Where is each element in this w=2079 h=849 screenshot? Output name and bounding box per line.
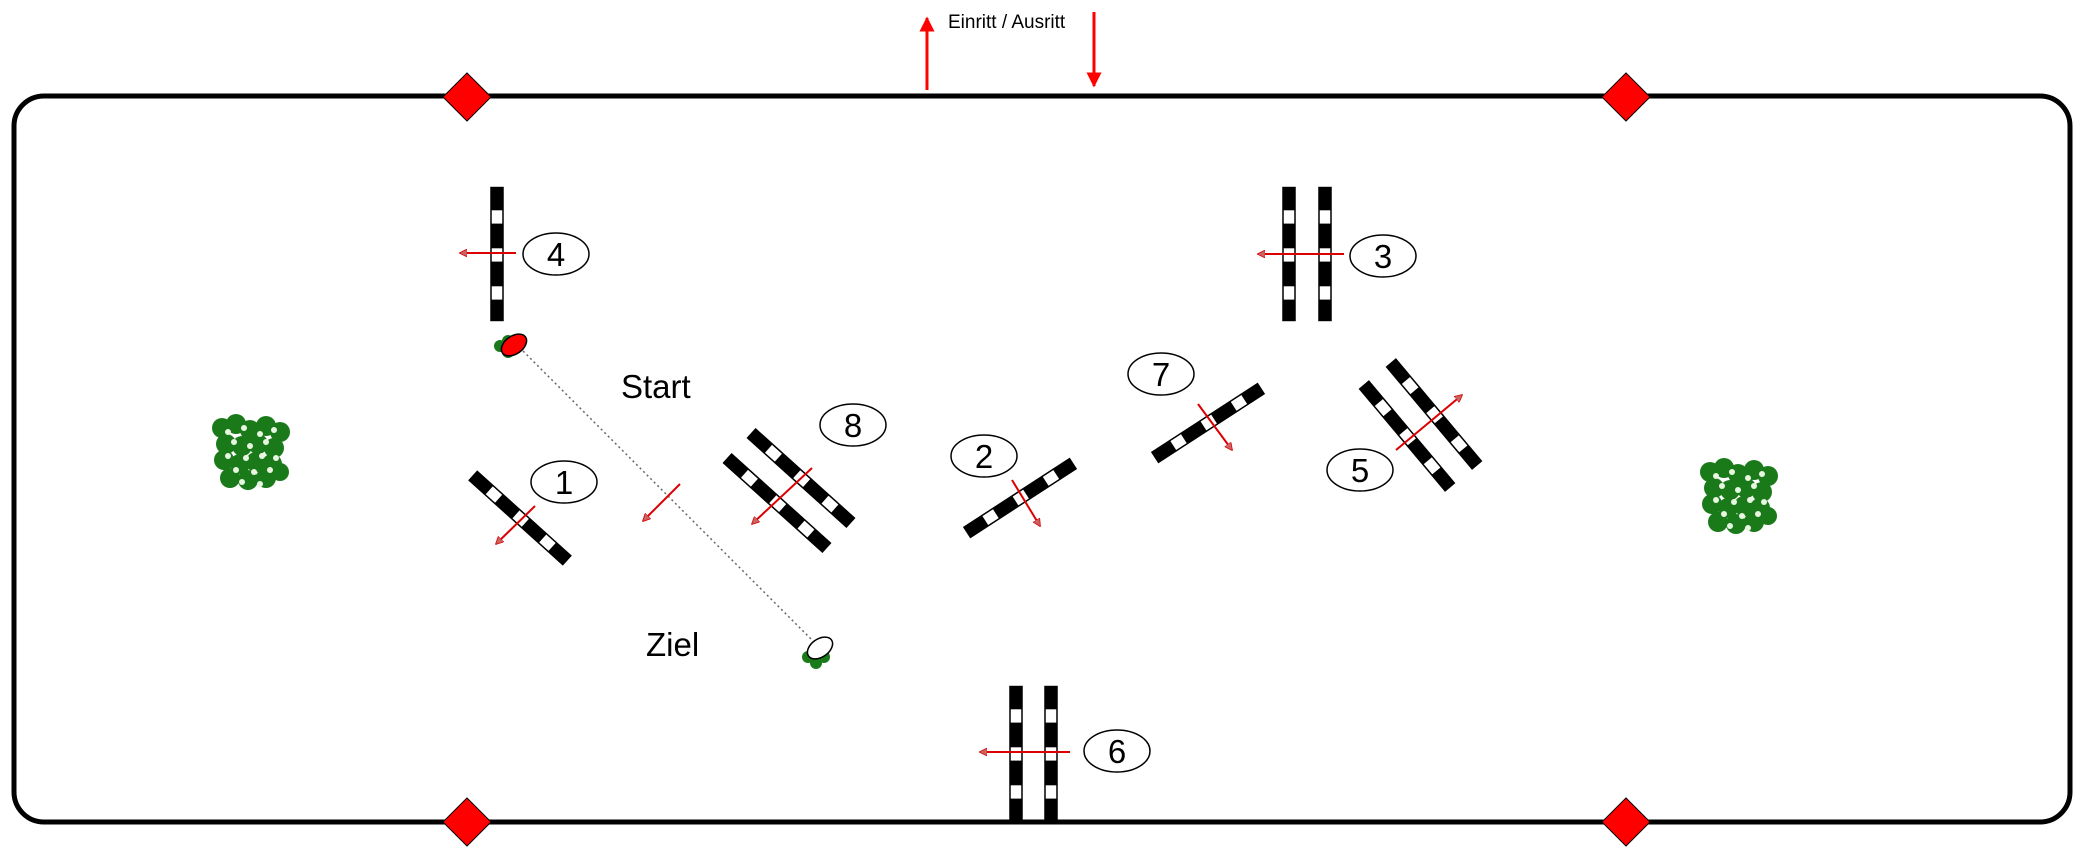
obstacle-7: 7	[1127, 352, 1265, 464]
entrance-exit: Einritt / Ausritt	[919, 12, 1102, 90]
obstacle-4-number: 4	[547, 236, 565, 273]
corner-markers	[442, 72, 1651, 847]
obstacle-8-arrow	[752, 467, 813, 524]
entrance-label: Einritt / Ausritt	[948, 12, 1066, 33]
obstacle-6: 6	[980, 685, 1151, 821]
start-label: Start	[621, 368, 691, 405]
bush-right	[1700, 458, 1778, 534]
obstacle-8-number: 8	[844, 407, 862, 444]
obstacle-2-number-badge	[950, 434, 1018, 478]
obstacle-5-number: 5	[1351, 452, 1369, 489]
obstacle-8-number-badge	[819, 403, 887, 447]
corner-marker-bottom-right	[1601, 797, 1651, 847]
obstacle-2-number: 2	[975, 438, 993, 475]
finish-label: Ziel	[646, 626, 699, 663]
start-flag	[500, 333, 528, 357]
obstacle-4: 4	[460, 186, 590, 322]
obstacle-3-number: 3	[1374, 238, 1392, 275]
finish-flag	[806, 636, 834, 660]
finish-line-dotted	[515, 343, 821, 649]
obstacle-6-number: 6	[1108, 733, 1126, 770]
obstacle-1-number-badge	[530, 460, 598, 504]
obstacle-5-number-badge	[1326, 448, 1394, 492]
obstacle-1-arrow	[496, 505, 536, 544]
obstacle-6-number-badge	[1083, 729, 1151, 773]
obstacle-2-arrow	[1011, 479, 1040, 526]
bush-left	[212, 414, 290, 490]
obstacle-7-arrow	[1197, 403, 1232, 450]
obstacle-7-number: 7	[1152, 356, 1170, 393]
obstacle-3-number-badge	[1349, 234, 1417, 278]
obstacle-3: 3	[1258, 186, 1417, 322]
obstacle-2: 2	[950, 434, 1077, 539]
obstacle-5: 5	[1326, 358, 1483, 492]
corner-marker-bottom-left	[442, 797, 492, 847]
arena-border	[11, 93, 2073, 825]
obstacle-1-number: 1	[555, 464, 573, 501]
obstacle-4-number-badge	[522, 232, 590, 276]
corner-marker-top-right	[1601, 72, 1651, 122]
start-direction-arrow	[643, 483, 681, 521]
corner-marker-top-left	[442, 72, 492, 122]
start-finish-line: Start Ziel	[494, 333, 834, 669]
obstacle-5-arrow	[1395, 395, 1462, 451]
obstacle-8: 8	[722, 403, 887, 553]
obstacle-7-number-badge	[1127, 352, 1195, 396]
obstacle-1: 1	[468, 460, 598, 566]
